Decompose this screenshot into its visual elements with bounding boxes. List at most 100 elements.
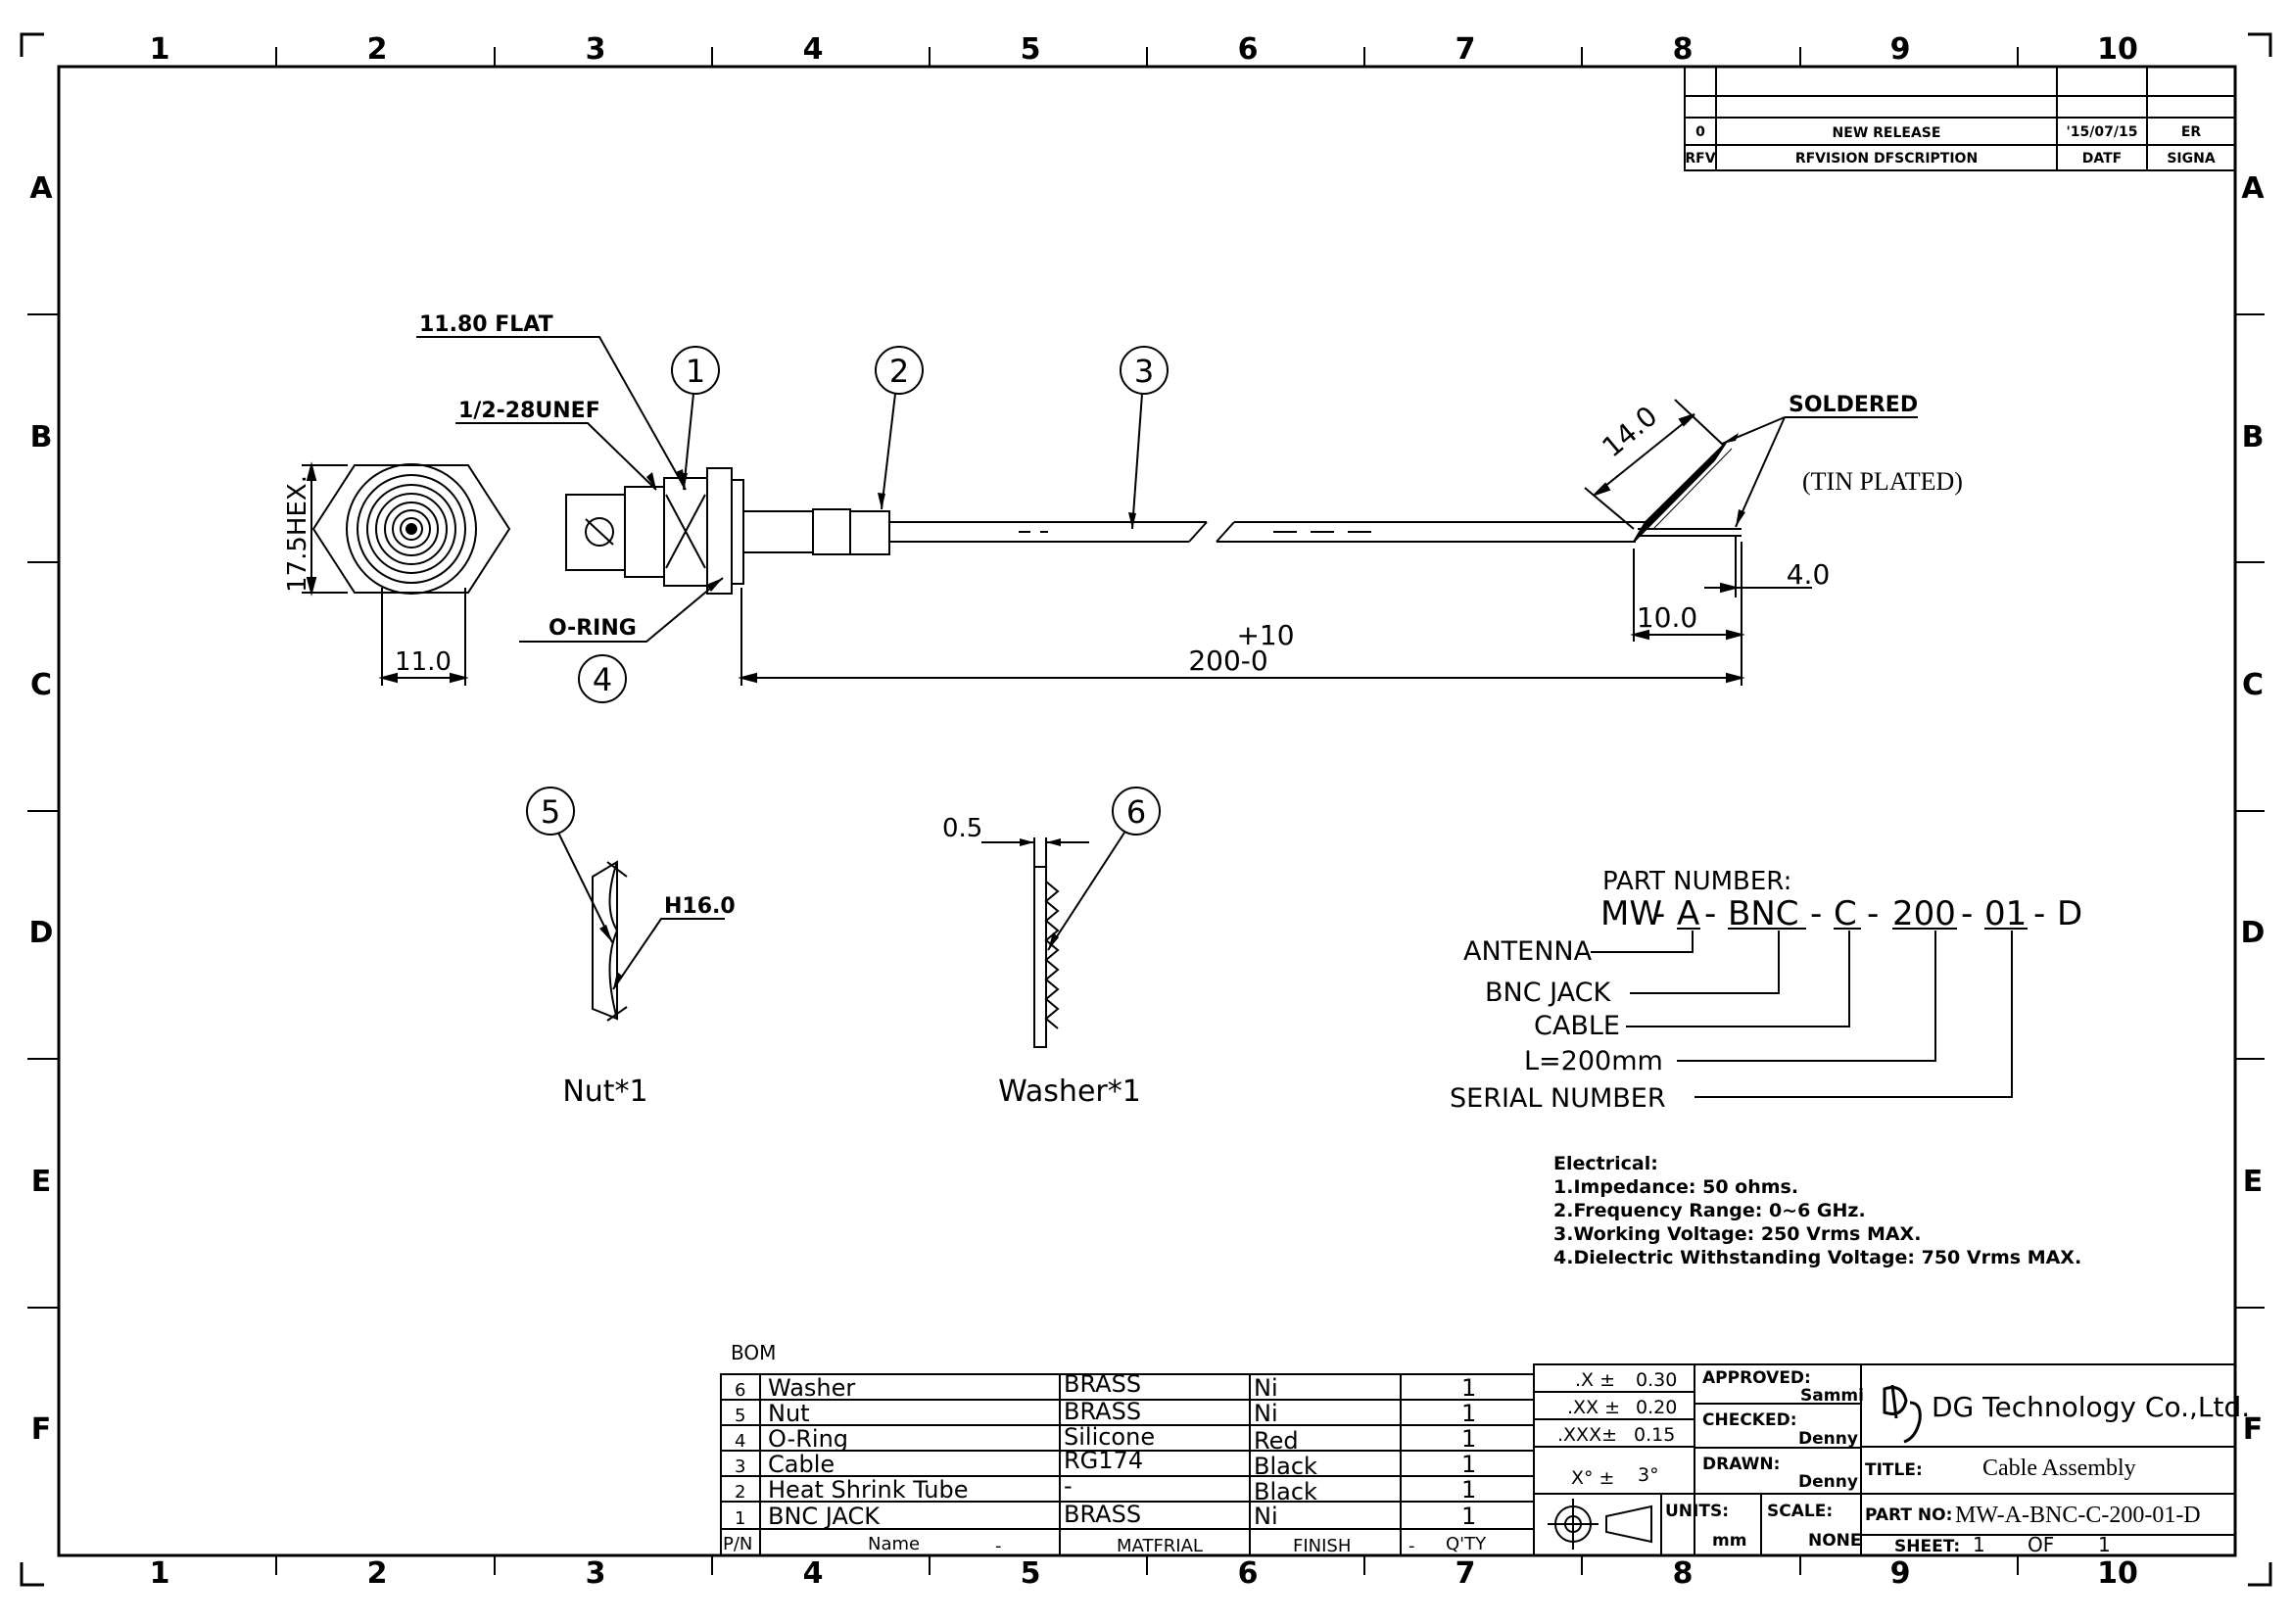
bom-row-pn: 3 [735,1457,745,1477]
pn-seg-mw: MW [1600,894,1662,933]
nut-height-label: H16.0 [664,894,736,919]
row-label-left-C: C [30,668,52,702]
bom-row-qty: 1 [1461,1374,1476,1402]
scale-label: SCALE: [1767,1502,1833,1521]
company-name: DG Technology Co.,Ltd. [1932,1391,2250,1423]
drawn-label: DRAWN: [1702,1455,1780,1474]
length-tolerance: +10 [1236,619,1294,651]
washer-arrowheads [1020,838,1061,950]
bom-row-qty: 1 [1461,1425,1476,1453]
bom-row-qty: 1 [1461,1503,1476,1530]
rev-header-rev: RFV [1685,151,1715,167]
col-label-top-7: 7 [1456,32,1476,67]
balloon-4: 4 [593,661,612,698]
pn-seg-a: A [1677,894,1699,933]
washer-caption: Washer*1 [998,1075,1141,1109]
bom-row-finish: Red [1254,1427,1299,1455]
col-label-bottom-7: 7 [1456,1556,1476,1591]
bom-header-finish: FINISH [1293,1536,1351,1556]
tol-value-3: 0.15 [1634,1424,1675,1446]
bom-row-material: RG174 [1064,1447,1143,1474]
part-number-heading: PART NUMBER: [1602,867,1791,896]
bom-row-name: Cable [768,1451,835,1478]
bom-row-material: - [1064,1472,1073,1500]
units-label: UNITS: [1665,1502,1729,1521]
pn-dash-6: - [2033,894,2045,933]
col-label-bottom-3: 3 [586,1556,606,1591]
rev-header-date: DATF [2082,151,2122,167]
balloon-1: 1 [686,353,705,390]
bom-row-finish: Black [1254,1478,1317,1505]
hex-dimension-label: 17.5HEX. [283,475,312,593]
tol-label-1: .X ± [1575,1369,1615,1391]
revision-block: 0 NEW RELEASE '15/07/15 ER RFV RFVISION … [1684,66,2236,171]
pn-seg-c: C [1834,894,1857,933]
approved-label: APPROVED: [1702,1368,1811,1388]
col-label-top-3: 3 [586,32,606,67]
balloon-6: 6 [1126,793,1146,831]
col-label-top-6: 6 [1238,32,1259,67]
col-label-bottom-4: 4 [803,1556,824,1591]
row-label-left-F: F [31,1412,52,1447]
tol-label-3: .XXX± [1557,1424,1617,1446]
row-label-right-D: D [2241,916,2266,950]
balloon-2: 2 [889,353,909,390]
bom-row-qty: 1 [1461,1400,1476,1427]
nut-caption: Nut*1 [562,1075,647,1109]
company-logo-icon [1883,1384,1922,1444]
rev-signature: ER [2181,124,2202,140]
col-label-top-10: 10 [2097,32,2138,67]
zone-ticks [27,47,2265,1575]
bom-row-name: Heat Shrink Tube [768,1476,969,1504]
balloon-arrowheads [680,473,1136,529]
row-label-right-A: A [2241,171,2265,206]
col-label-top-9: 9 [1890,32,1911,67]
callout-bnc-jack: BNC JACK [1485,978,1611,1008]
rev-description: NEW RELEASE [1833,125,1941,141]
col-label-bottom-8: 8 [1673,1556,1694,1591]
sheet-of-label: OF [2028,1533,2054,1556]
pn-dash-3: - [1810,894,1822,933]
bom-header-name: Name [868,1534,920,1554]
tol-label-4: X° ± [1571,1467,1614,1489]
braided-shield [1633,442,1733,543]
washer-view [981,787,1161,1048]
units-value: mm [1712,1531,1746,1551]
strip-length-label: 10.0 [1637,601,1697,634]
col-label-top-4: 4 [803,32,824,67]
balloon-5: 5 [541,793,560,831]
bom-row-finish: Ni [1254,1503,1278,1530]
col-label-bottom-10: 10 [2097,1556,2138,1591]
sheet-label: SHEET: [1894,1537,1960,1556]
bom-row-material: BRASS [1064,1370,1141,1398]
length-dimension [738,399,1812,686]
pn-dash-1: - [1653,894,1665,933]
callout-antenna: ANTENNA [1463,936,1593,967]
row-label-right-F: F [2243,1412,2264,1447]
bom-header-qty: Q'TY [1446,1534,1487,1554]
bom-row-qty: 1 [1461,1451,1476,1478]
col-label-bottom-9: 9 [1890,1556,1911,1591]
bom-row-pn: 4 [735,1431,745,1452]
checked-label: CHECKED: [1702,1410,1797,1430]
oring-label: O-RING [549,616,637,641]
callout-cable: CABLE [1534,1011,1620,1041]
tol-value-4: 3° [1638,1464,1659,1486]
electrical-heading: Electrical: [1553,1153,1658,1174]
bom-row-finish: Ni [1254,1400,1278,1427]
bom-title: BOM [731,1341,776,1364]
title-label: TITLE: [1865,1460,1923,1480]
sheet-number: 1 [1973,1533,1985,1556]
col-label-bottom-6: 6 [1238,1556,1259,1591]
flat-label: 11.80 FLAT [419,312,553,337]
pn-seg-200: 200 [1892,894,1956,933]
pn-seg-d: D [2057,894,2082,933]
bom-row-name: BNC JACK [768,1503,881,1530]
bom-row-material: BRASS [1064,1501,1141,1528]
conductor-length-label: 4.0 [1787,558,1831,591]
corner-marks [20,32,2272,1587]
pn-seg-01: 01 [1984,894,2027,933]
connector-front-view [302,461,511,686]
sheet-total: 1 [2098,1533,2111,1556]
